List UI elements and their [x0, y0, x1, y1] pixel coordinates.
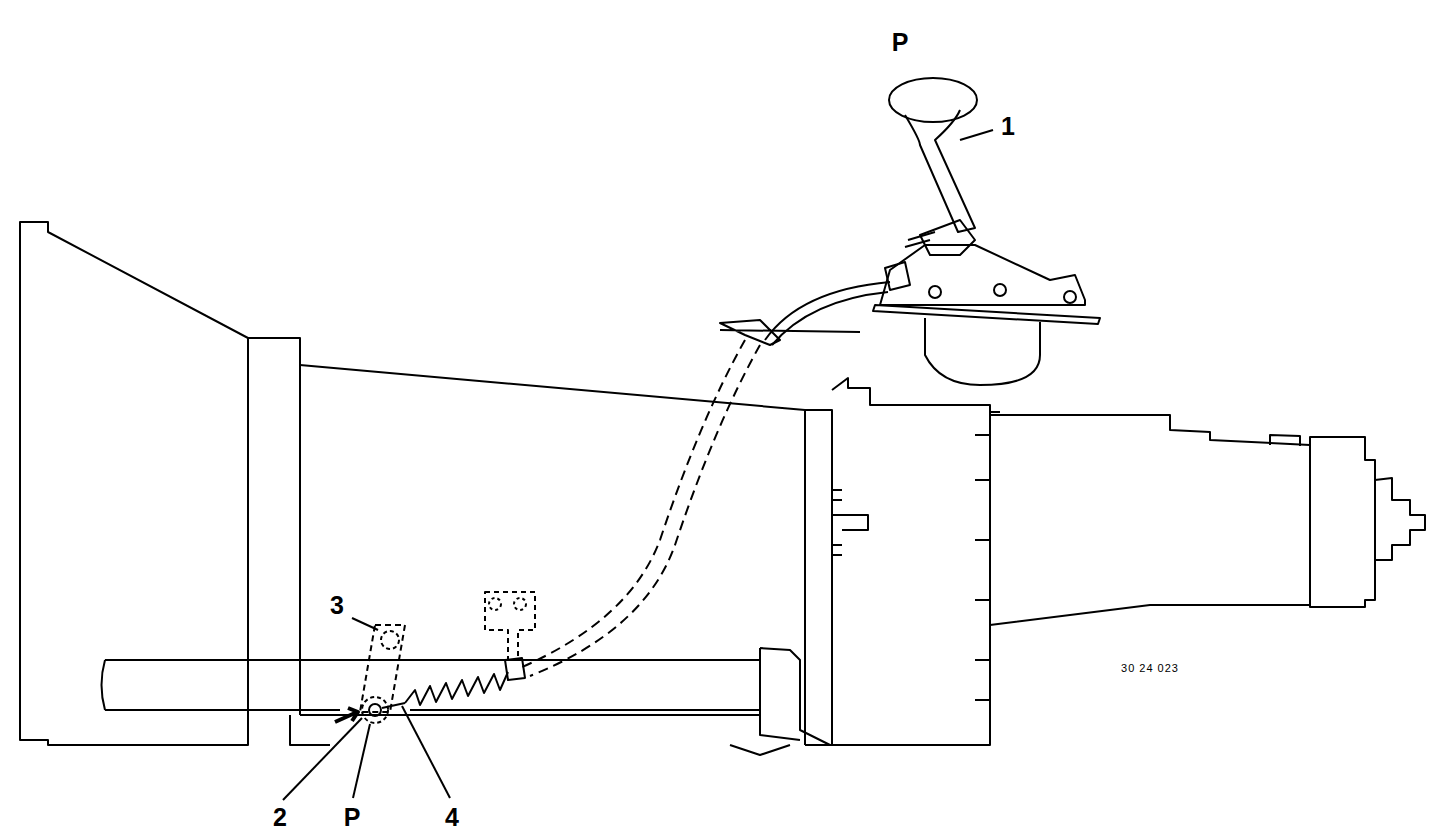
- part-label: P: [344, 805, 361, 830]
- cable-clip: [885, 232, 935, 290]
- leader-line: [353, 724, 370, 798]
- shifter-housing: [880, 245, 1085, 305]
- main-case: [300, 365, 805, 745]
- case-flange: [805, 410, 832, 745]
- lever-pivot: [381, 631, 399, 649]
- lever-pivot: [920, 220, 975, 255]
- selector-rod: [102, 660, 761, 710]
- bolt: [1064, 291, 1076, 303]
- leader-line: [960, 130, 993, 140]
- housing-flange: [248, 338, 300, 715]
- bracket-bolt: [489, 598, 501, 610]
- cable-grommet: [720, 320, 860, 345]
- case-bolts: [975, 412, 1000, 700]
- shift-cable: [772, 292, 888, 345]
- lever-ball: [369, 704, 381, 716]
- bolt: [929, 286, 941, 298]
- bolt: [994, 284, 1006, 296]
- output-flange: [1310, 437, 1375, 607]
- shift-lever: [905, 110, 975, 232]
- bracket-bolt: [514, 598, 526, 610]
- output-yoke: [1375, 478, 1425, 560]
- callout-number: 3: [330, 593, 344, 618]
- shift-cable-hidden: [520, 340, 745, 668]
- leader-line: [352, 618, 378, 630]
- shift-knob: [889, 78, 977, 122]
- transfer-case: [832, 378, 990, 745]
- case-bolts: [832, 490, 868, 555]
- cable-nut: [505, 658, 525, 680]
- callout-number: 2: [273, 805, 287, 830]
- shift-cable-hidden: [530, 345, 760, 676]
- leader-line: [283, 718, 362, 800]
- cable-bracket: [485, 592, 535, 660]
- extension-boss: [1270, 435, 1300, 446]
- part-label: P: [892, 30, 909, 55]
- lever-ball: [362, 697, 388, 723]
- figure-number: 30 24 023: [1121, 663, 1179, 674]
- shifter-boot: [925, 318, 1040, 385]
- mounting-plate: [873, 305, 1100, 324]
- callout-number: 1: [1001, 114, 1015, 139]
- bell-housing: [20, 222, 248, 745]
- extension-housing: [990, 415, 1310, 625]
- rod-mount: [760, 648, 830, 745]
- leader-line: [402, 706, 450, 798]
- direction-arrow: [335, 708, 358, 722]
- callout-number: 4: [445, 805, 459, 830]
- return-spring: [405, 672, 508, 705]
